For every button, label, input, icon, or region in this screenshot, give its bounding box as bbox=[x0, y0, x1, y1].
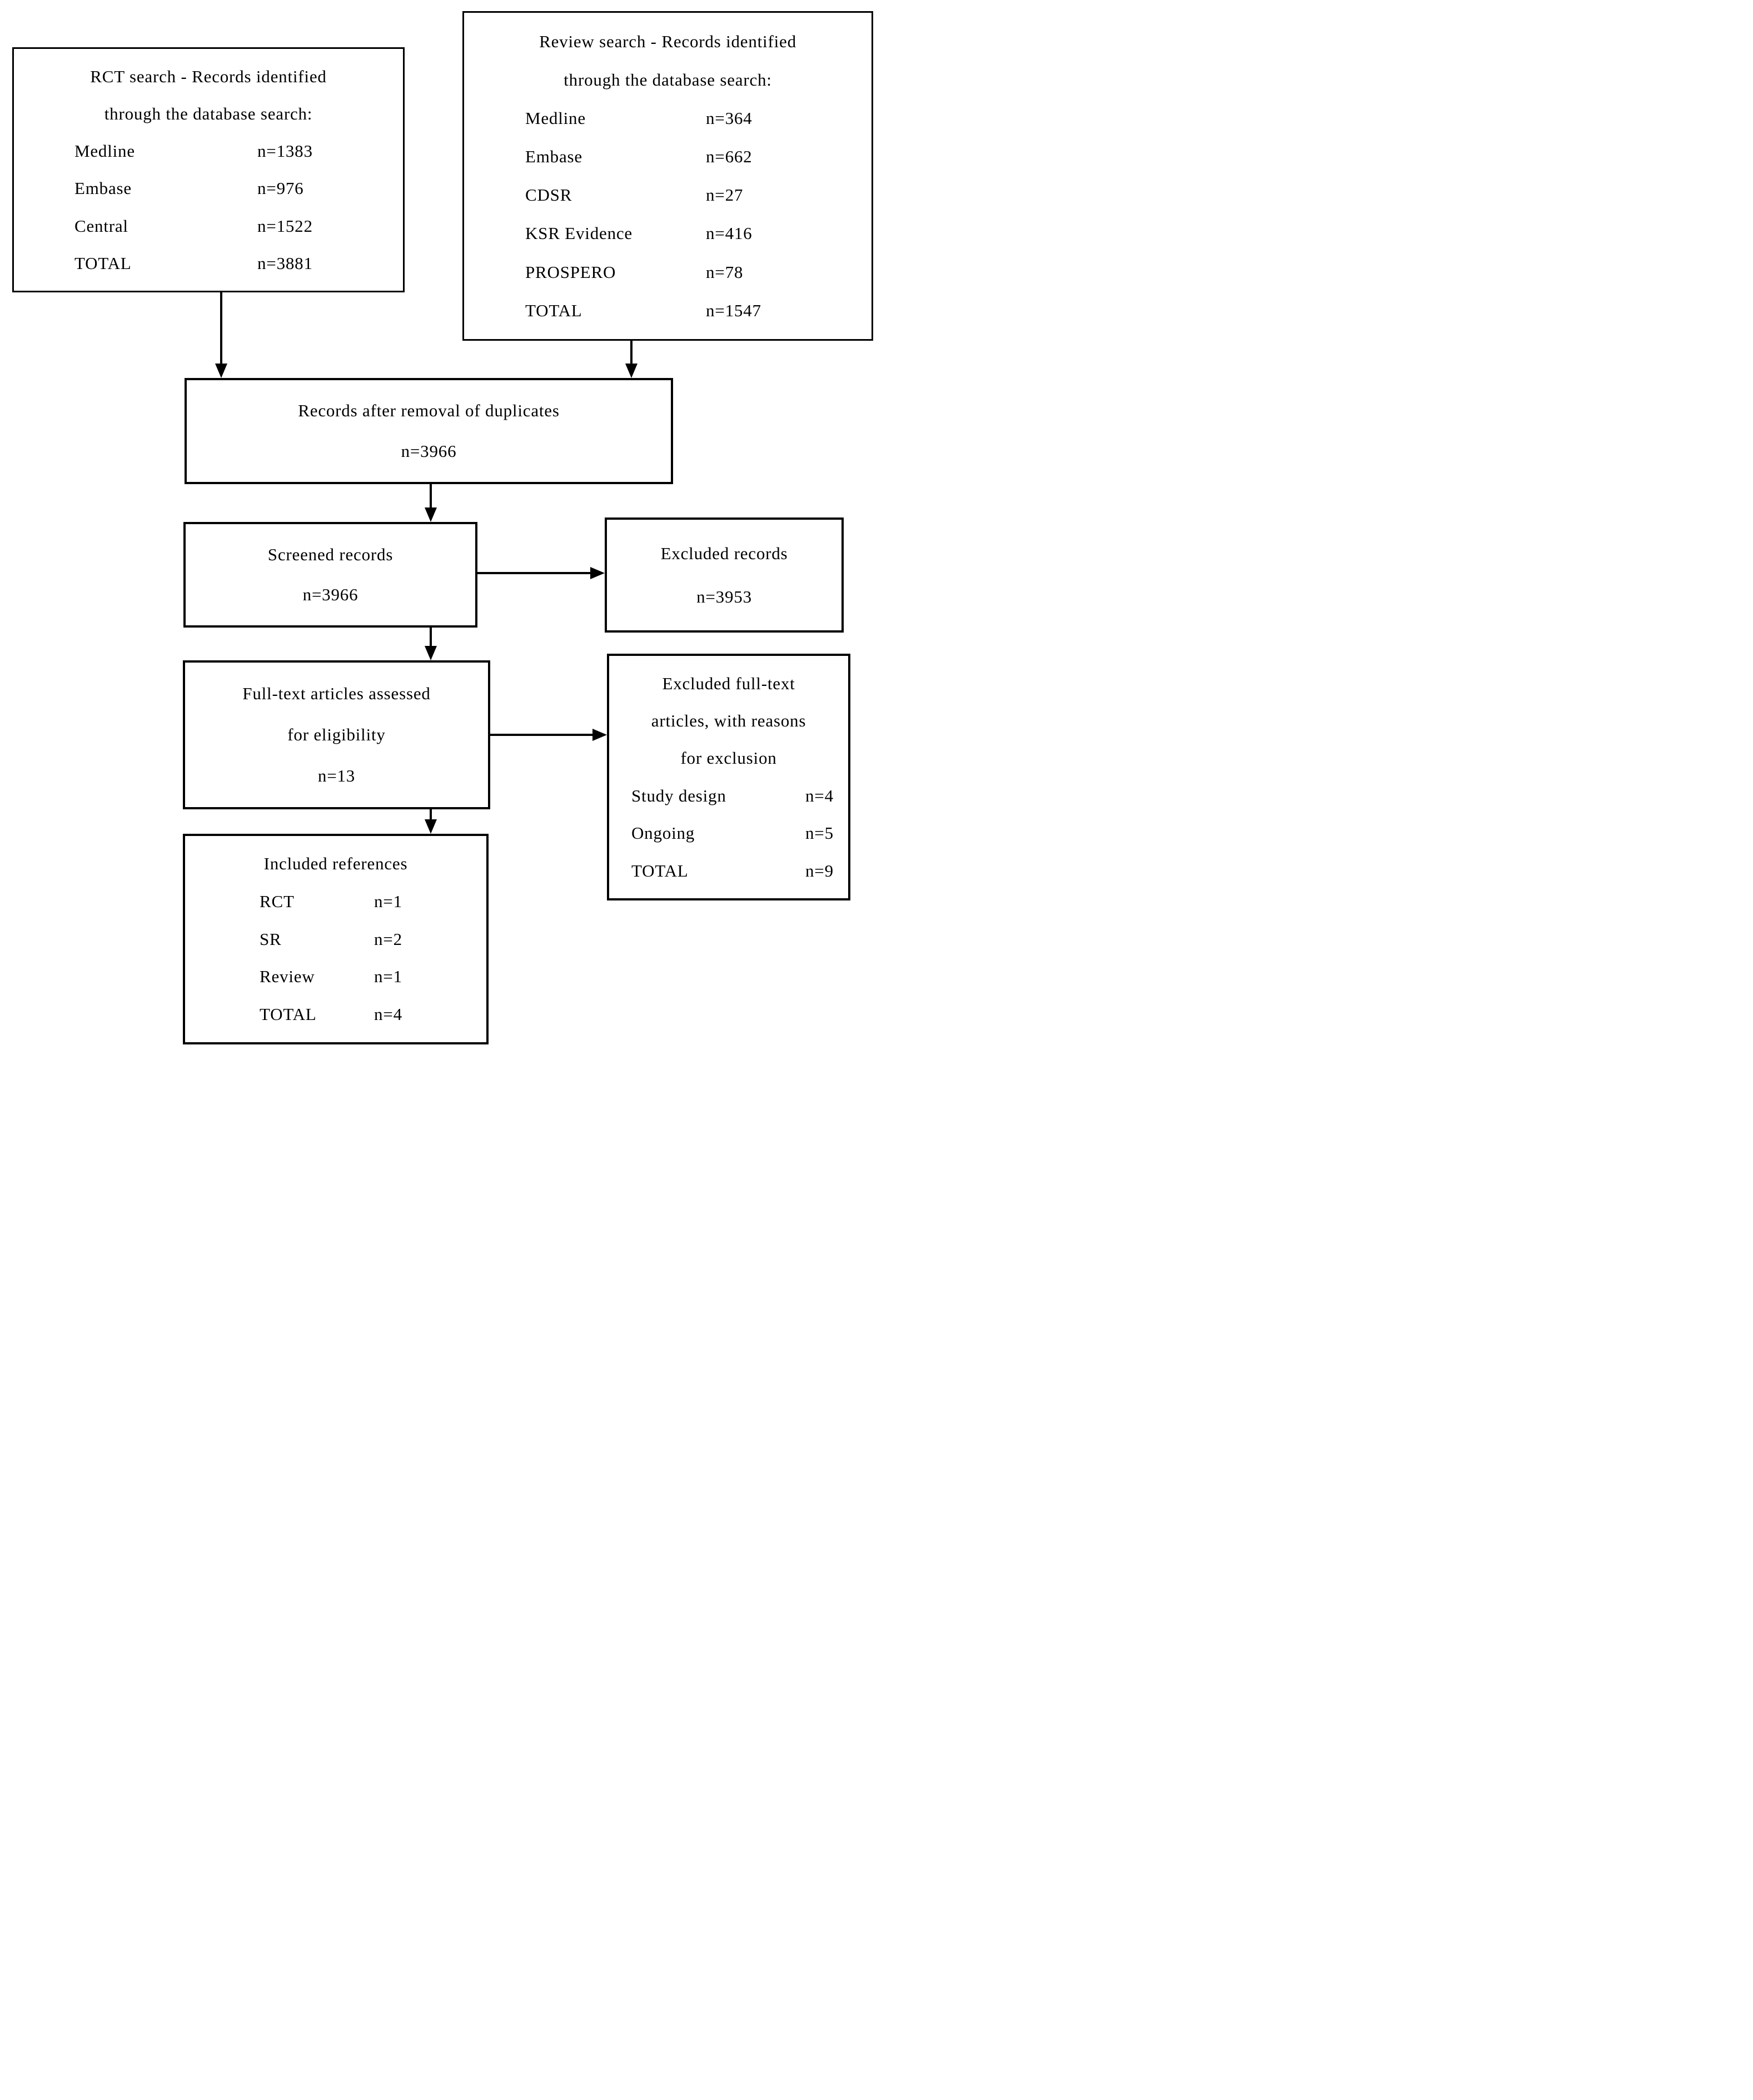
row-label: RCT bbox=[260, 891, 295, 911]
data-row: Medline n=1383 bbox=[14, 141, 403, 161]
row-label: TOTAL bbox=[525, 300, 582, 320]
box-screened-records: Screened records n=3966 bbox=[183, 522, 477, 628]
arrow-screened-to-excluded-line bbox=[477, 572, 591, 574]
row-label: TOTAL bbox=[74, 253, 132, 273]
data-row: Medline n=364 bbox=[464, 108, 871, 128]
arrow-rct-to-dedup-head bbox=[215, 364, 227, 378]
box-review-search: Review search - Records identified throu… bbox=[462, 11, 873, 341]
row-count: n=662 bbox=[706, 147, 753, 167]
arrow-screened-to-fulltext-line bbox=[430, 628, 432, 647]
row-count: n=27 bbox=[706, 185, 744, 205]
row-count: n=2 bbox=[374, 929, 402, 949]
box-title-line: through the database search: bbox=[564, 69, 772, 89]
box-title-line: through the database search: bbox=[104, 103, 313, 123]
row-label: Medline bbox=[525, 108, 586, 128]
box-rct-search: RCT search - Records identified through … bbox=[12, 47, 405, 292]
row-count: n=1522 bbox=[257, 216, 313, 236]
row-count: n=1547 bbox=[706, 300, 761, 320]
data-row: Study design n=4 bbox=[609, 786, 848, 806]
box-title-line: Review search - Records identified bbox=[539, 31, 796, 51]
row-label: PROSPERO bbox=[525, 262, 616, 282]
row-label: CDSR bbox=[525, 185, 572, 205]
data-row: Embase n=976 bbox=[14, 178, 403, 198]
arrow-dedup-to-screened-line bbox=[430, 484, 432, 509]
row-count: n=78 bbox=[706, 262, 744, 282]
row-count: n=4 bbox=[374, 1004, 402, 1024]
data-row: CDSR n=27 bbox=[464, 185, 871, 205]
data-row: Central n=1522 bbox=[14, 216, 403, 236]
data-row: KSR Evidence n=416 bbox=[464, 223, 871, 243]
data-row: Ongoing n=5 bbox=[609, 823, 848, 843]
row-label: TOTAL bbox=[631, 860, 689, 880]
row-count: n=364 bbox=[706, 108, 753, 128]
box-title-line: articles, with reasons bbox=[651, 711, 806, 731]
box-text-line: Screened records bbox=[267, 544, 394, 564]
row-count: n=9 bbox=[805, 860, 834, 880]
data-row: Embase n=662 bbox=[464, 147, 871, 167]
box-count-line: n=3966 bbox=[302, 585, 358, 605]
data-row: TOTAL n=1547 bbox=[464, 301, 871, 321]
box-excluded-full-text: Excluded full-text articles, with reason… bbox=[607, 654, 850, 900]
row-label: Ongoing bbox=[631, 823, 695, 843]
data-row: TOTAL n=9 bbox=[609, 861, 848, 881]
arrow-fulltext-to-included-head bbox=[425, 819, 437, 834]
box-text-line: Full-text articles assessed bbox=[242, 684, 431, 704]
box-records-after-deduplication: Records after removal of duplicates n=39… bbox=[185, 378, 673, 484]
arrow-fulltext-to-excluded-line bbox=[490, 734, 594, 736]
box-title-line: for exclusion bbox=[680, 748, 777, 768]
row-count: n=1383 bbox=[257, 141, 313, 161]
data-row: TOTAL n=3881 bbox=[14, 253, 403, 273]
data-row: RCT n=1 bbox=[185, 892, 486, 912]
box-text-line: for eligibility bbox=[287, 725, 386, 745]
row-label: Study design bbox=[631, 785, 726, 805]
row-label: Medline bbox=[74, 141, 135, 161]
row-label: KSR Evidence bbox=[525, 223, 633, 243]
box-text-line: Excluded records bbox=[660, 543, 788, 563]
arrow-screened-to-fulltext-head bbox=[425, 646, 437, 660]
row-count: n=1 bbox=[374, 967, 402, 987]
row-count: n=1 bbox=[374, 891, 402, 911]
row-label: Review bbox=[260, 967, 315, 987]
box-count-line: n=3953 bbox=[696, 586, 752, 606]
row-label: Embase bbox=[74, 178, 132, 198]
prisma-flow-diagram: RCT search - Records identified through … bbox=[0, 0, 876, 1050]
box-title-line: Excluded full-text bbox=[662, 673, 795, 693]
row-count: n=976 bbox=[257, 178, 304, 198]
row-count: n=416 bbox=[706, 223, 753, 243]
row-count: n=5 bbox=[805, 823, 834, 843]
arrow-fulltext-to-included-line bbox=[430, 809, 432, 820]
box-included-references: Included references RCT n=1 SR n=2 Revie… bbox=[183, 834, 489, 1044]
row-label: Embase bbox=[525, 147, 582, 167]
box-full-text-assessed: Full-text articles assessed for eligibil… bbox=[183, 660, 490, 809]
arrow-dedup-to-screened-head bbox=[425, 507, 437, 522]
arrow-screened-to-excluded-head bbox=[590, 567, 605, 579]
data-row: SR n=2 bbox=[185, 929, 486, 949]
arrow-rct-to-dedup-line bbox=[220, 292, 222, 364]
arrow-review-to-dedup-line bbox=[630, 341, 633, 365]
box-title-line: Included references bbox=[263, 854, 408, 874]
row-label: Central bbox=[74, 216, 128, 236]
box-count-line: n=3966 bbox=[401, 441, 457, 461]
arrow-review-to-dedup-head bbox=[625, 364, 638, 378]
box-excluded-records: Excluded records n=3953 bbox=[605, 517, 844, 633]
row-label: SR bbox=[260, 929, 282, 949]
box-count-line: n=13 bbox=[317, 766, 356, 786]
box-text-line: Records after removal of duplicates bbox=[298, 401, 560, 421]
data-row: PROSPERO n=78 bbox=[464, 262, 871, 282]
data-row: Review n=1 bbox=[185, 967, 486, 987]
box-title-line: RCT search - Records identified bbox=[90, 66, 327, 86]
row-label: TOTAL bbox=[260, 1004, 317, 1024]
row-count: n=4 bbox=[805, 785, 834, 805]
data-row: TOTAL n=4 bbox=[185, 1004, 486, 1024]
row-count: n=3881 bbox=[257, 253, 313, 273]
arrow-fulltext-to-excluded-head bbox=[592, 729, 607, 741]
